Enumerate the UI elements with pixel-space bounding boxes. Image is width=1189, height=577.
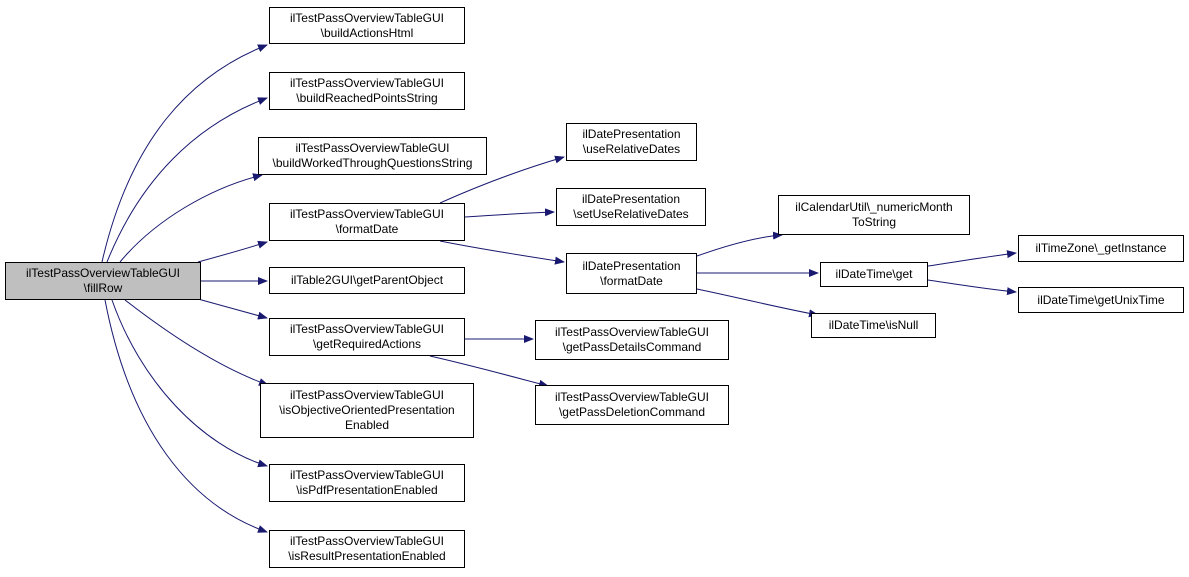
node-buildActionsHtml[interactable]: ilTestPassOverviewTableGUI\buildActionsH… bbox=[269, 7, 465, 44]
edge-fillRow-to-isPdf bbox=[111, 299, 268, 468]
node-label-line: ilTimeZone\_getInstance bbox=[1035, 241, 1167, 255]
edge-formatDatePres-to-numericMonth bbox=[696, 231, 783, 257]
edge-fillRow-to-formatDateTable bbox=[197, 240, 268, 263]
node-fillRow[interactable]: ilTestPassOverviewTableGUI\fillRow bbox=[5, 262, 201, 300]
node-label-line: ToString bbox=[851, 215, 897, 229]
node-label-line: \setUseRelativeDates bbox=[573, 207, 689, 221]
node-label-line: ilTestPassOverviewTableGUI bbox=[289, 388, 445, 402]
node-label-line: ilDateTime\isNull bbox=[828, 318, 919, 332]
edge-fillRow-to-buildReachedPointsString bbox=[106, 97, 268, 263]
node-label-line: ilTestPassOverviewTableGUI bbox=[554, 325, 710, 339]
node-label-line: ilDatePresentation bbox=[581, 192, 681, 206]
node-label-line: ilTestPassOverviewTableGUI bbox=[289, 468, 445, 482]
node-dtGet[interactable]: ilDateTime\get bbox=[820, 262, 928, 287]
node-label-line: ilDateTime\getUnixTime bbox=[1037, 292, 1165, 307]
node-label-line: \buildWorkedThroughQuestionsString bbox=[272, 156, 473, 170]
node-label-line: \isResultPresentationEnabled bbox=[288, 549, 446, 563]
node-label-line: \buildReachedPointsString bbox=[296, 91, 438, 105]
edge-formatDateTable-to-setUseRelativeDates bbox=[464, 208, 555, 218]
node-label-line: ilTestPassOverviewTableGUI bbox=[295, 141, 450, 155]
node-label-line: ilTestPassOverviewTableGUI bbox=[289, 76, 445, 90]
edge-fillRow-to-isResult bbox=[104, 299, 268, 533]
node-useRelativeDates[interactable]: ilDatePresentation\useRelativeDates bbox=[566, 123, 697, 161]
node-getRequiredActions[interactable]: ilTestPassOverviewTableGUI\getRequiredAc… bbox=[269, 318, 465, 356]
node-tzGetInstance[interactable]: ilTimeZone\_getInstance bbox=[1018, 235, 1184, 262]
edge-dtGet-to-dtGetUnixTime bbox=[927, 279, 1017, 296]
node-dtIsNull[interactable]: ilDateTime\isNull bbox=[811, 313, 936, 338]
edge-formatDateTable-to-formatDatePres bbox=[439, 240, 565, 265]
node-label-line: ilTestPassOverviewTableGUI bbox=[25, 266, 181, 280]
edge-getRequiredActions-to-getPassDeletionCommand bbox=[429, 355, 549, 388]
node-label-line: ilTestPassOverviewTableGUI bbox=[289, 534, 445, 548]
node-isObjectiveOriented[interactable]: ilTestPassOverviewTableGUI\isObjectiveOr… bbox=[260, 383, 474, 438]
node-label-line: ilCalendarUtil\_numericMonth bbox=[795, 200, 953, 214]
node-formatDateTable[interactable]: ilTestPassOverviewTableGUI\formatDate bbox=[269, 203, 465, 241]
node-label-line: ilDateTime\get bbox=[835, 267, 913, 281]
node-getPassDetailsCommand[interactable]: ilTestPassOverviewTableGUI\getPassDetail… bbox=[535, 320, 729, 360]
node-dtGetUnixTime[interactable]: ilDateTime\getUnixTime bbox=[1018, 287, 1184, 313]
node-label-line: \getRequiredActions bbox=[312, 337, 422, 351]
node-label-line: ilDatePresentation bbox=[582, 127, 681, 141]
node-label-line: \fillRow bbox=[83, 281, 123, 295]
node-label-line: \buildActionsHtml bbox=[320, 25, 414, 40]
node-getPassDeletionCommand[interactable]: ilTestPassOverviewTableGUI\getPassDeleti… bbox=[535, 385, 729, 425]
node-label-line: \useRelativeDates bbox=[582, 142, 681, 156]
edge-fillRow-to-isObjectiveOriented bbox=[124, 299, 269, 386]
node-label-line: \formatDate bbox=[600, 273, 663, 288]
edge-fillRow-to-buildWorkedThroughQuestionsString bbox=[119, 173, 263, 263]
node-getParentObject[interactable]: ilTable2GUI\getParentObject bbox=[269, 267, 465, 294]
edge-formatDatePres-to-dtIsNull bbox=[696, 288, 819, 318]
node-label-line: ilTestPassOverviewTableGUI bbox=[289, 10, 445, 25]
node-label-line: ilTestPassOverviewTableGUI bbox=[554, 390, 710, 404]
edge-dtGet-to-tzGetInstance bbox=[927, 250, 1017, 267]
edge-fillRow-to-getRequiredActions bbox=[197, 298, 268, 320]
edge-fillRow-to-buildActionsHtml bbox=[101, 44, 268, 263]
node-label-line: \formatDate bbox=[335, 222, 399, 236]
node-isResult[interactable]: ilTestPassOverviewTableGUI\isResultPrese… bbox=[269, 530, 465, 568]
node-label-line: ilTestPassOverviewTableGUI bbox=[289, 207, 445, 221]
node-label-line: \isPdfPresentationEnabled bbox=[296, 483, 438, 497]
node-label-line: ilTestPassOverviewTableGUI bbox=[289, 322, 445, 336]
node-buildWorkedThroughQuestionsString[interactable]: ilTestPassOverviewTableGUI\buildWorkedTh… bbox=[258, 137, 487, 175]
node-label-line: \getPassDetailsCommand bbox=[562, 340, 702, 354]
node-formatDatePres[interactable]: ilDatePresentation\formatDate bbox=[566, 253, 697, 294]
edge-formatDateTable-to-useRelativeDates bbox=[439, 155, 565, 204]
node-label-line: \getPassDeletionCommand bbox=[558, 405, 706, 419]
node-isPdf[interactable]: ilTestPassOverviewTableGUI\isPdfPresenta… bbox=[269, 464, 465, 502]
node-label-line: Enabled bbox=[344, 418, 390, 432]
node-setUseRelativeDates[interactable]: ilDatePresentation\setUseRelativeDates bbox=[556, 188, 706, 226]
node-label-line: ilTable2GUI\getParentObject bbox=[290, 273, 444, 287]
node-label-line: ilDatePresentation bbox=[582, 258, 681, 273]
node-buildReachedPointsString[interactable]: ilTestPassOverviewTableGUI\buildReachedP… bbox=[269, 72, 465, 110]
node-label-line: \isObjectiveOrientedPresentation bbox=[279, 403, 455, 417]
